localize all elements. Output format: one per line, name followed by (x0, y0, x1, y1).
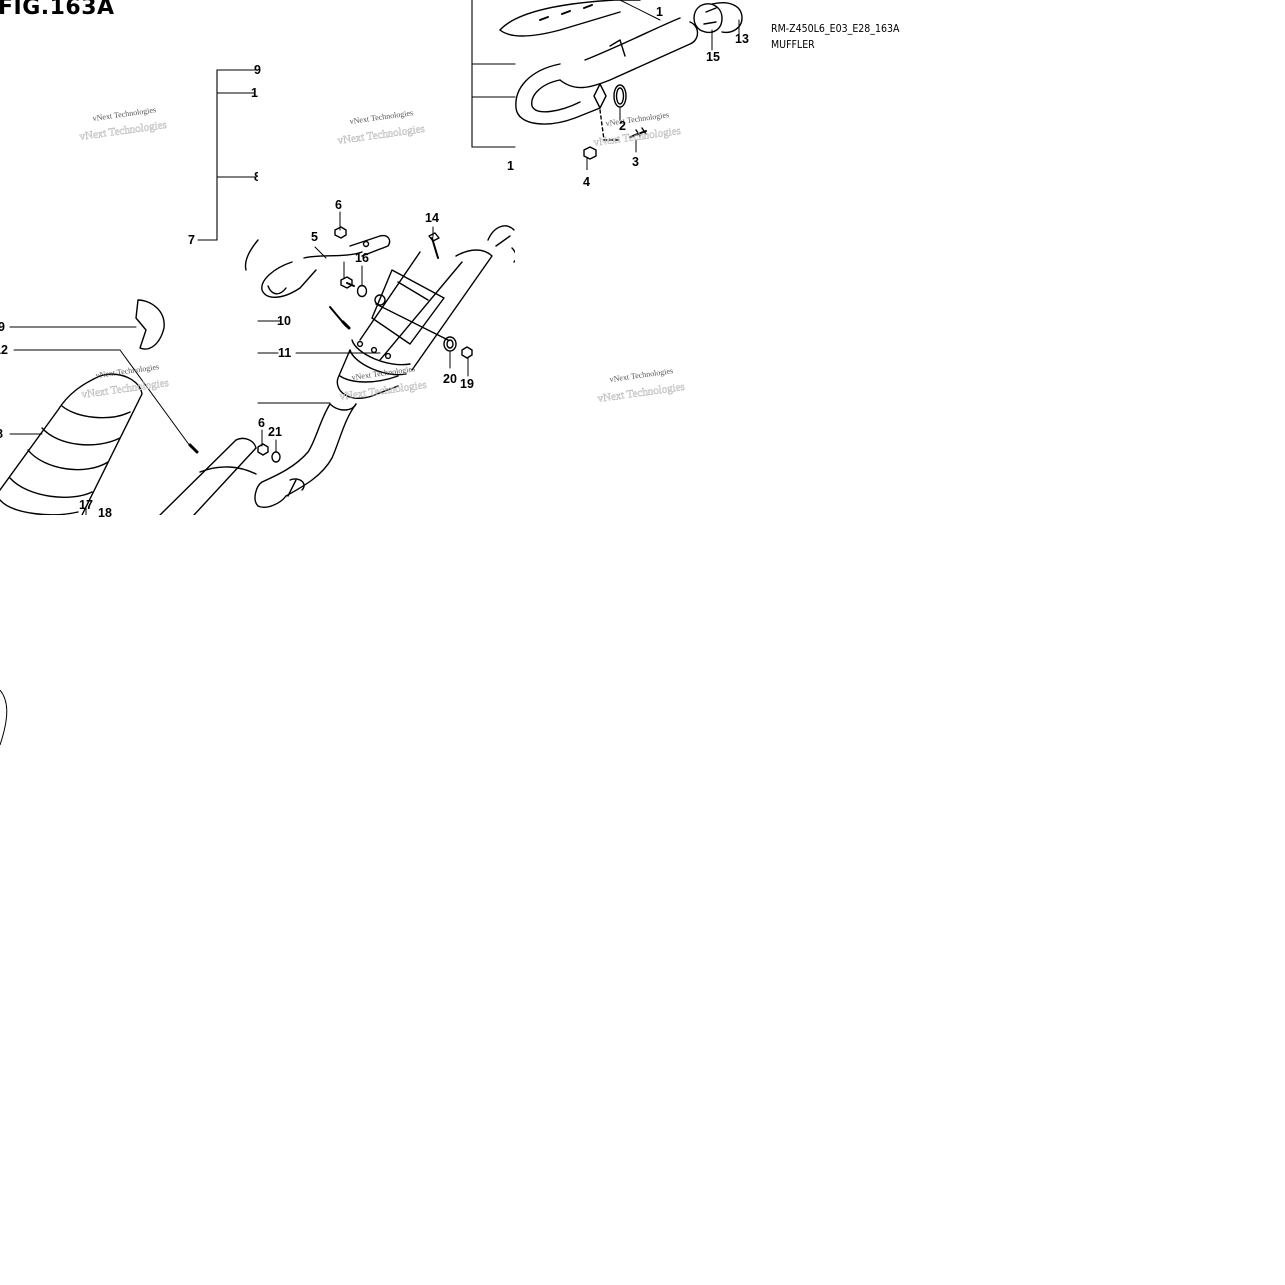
callout-labels: 1 2 3 4 5 6 6 7 8 8 9 9 10 11 12 13 14 1… (0, 5, 749, 520)
callout-19: 19 (460, 377, 474, 391)
callout-11: 11 (278, 346, 291, 360)
callout-3: 3 (632, 155, 639, 169)
watermark: vNext Technologies (92, 105, 157, 123)
callout-9: 9 (254, 63, 261, 77)
callout-9: 9 (0, 320, 5, 334)
callout-1: 1 (656, 5, 663, 19)
watermark: vNext Technologies (597, 381, 686, 405)
muffler-body (254, 249, 493, 508)
line-art (0, 0, 743, 515)
callout-8: 8 (0, 427, 3, 441)
fasteners (188, 226, 473, 463)
callout-16: 16 (355, 251, 369, 265)
bracket-left (197, 69, 256, 241)
bracket-upper (471, 0, 516, 148)
callout-8: 8 (254, 170, 261, 184)
callout-7: 7 (188, 233, 195, 247)
callout-5: 5 (311, 230, 318, 244)
watermark: vNext Technologies (81, 377, 170, 401)
callout-14: 14 (425, 211, 439, 225)
watermark: vNext Technologies (339, 379, 428, 403)
callout-18: 18 (98, 506, 112, 520)
watermark: vNext Technologies (593, 125, 682, 149)
callout-6: 6 (258, 416, 265, 430)
fwd-label: FWD (537, 220, 562, 242)
watermark: vNext Technologies (349, 108, 414, 126)
watermark: vNext Technologies (605, 110, 670, 128)
watermarks: vNext Technologies vNext Technologies vN… (78, 105, 686, 405)
heat-shield-top (499, 0, 641, 37)
callout-1-partial: 1 (251, 86, 258, 100)
exhaust-head-pipe (515, 2, 743, 160)
figure-name: MUFFLER (771, 39, 815, 51)
watermark: vNext Technologies (79, 119, 168, 143)
watermark: vNext Technologies (609, 366, 674, 384)
callout-4: 4 (583, 175, 590, 189)
callout-6: 6 (335, 198, 342, 212)
leader-lines (9, 0, 740, 515)
rear-shield (244, 234, 391, 298)
silencer-body (0, 299, 257, 515)
figure-code: RM-Z450L6_E03_E28_163A (771, 23, 900, 35)
watermark: vNext Technologies (351, 364, 416, 382)
fragment-arc (0, 689, 8, 746)
callout-13: 13 (735, 32, 749, 46)
callout-2: 2 (619, 119, 626, 133)
watermark: vNext Technologies (337, 123, 426, 147)
callout-20: 20 (443, 372, 457, 386)
figure-title: FIG.163A (0, 0, 115, 20)
callout-12: 12 (0, 343, 8, 357)
callout-17: 17 (79, 498, 93, 512)
callout-15: 15 (706, 50, 720, 64)
callout-21: 21 (268, 425, 282, 439)
callout-10: 10 (277, 314, 291, 328)
callout-1-partial: 1 (507, 159, 514, 173)
